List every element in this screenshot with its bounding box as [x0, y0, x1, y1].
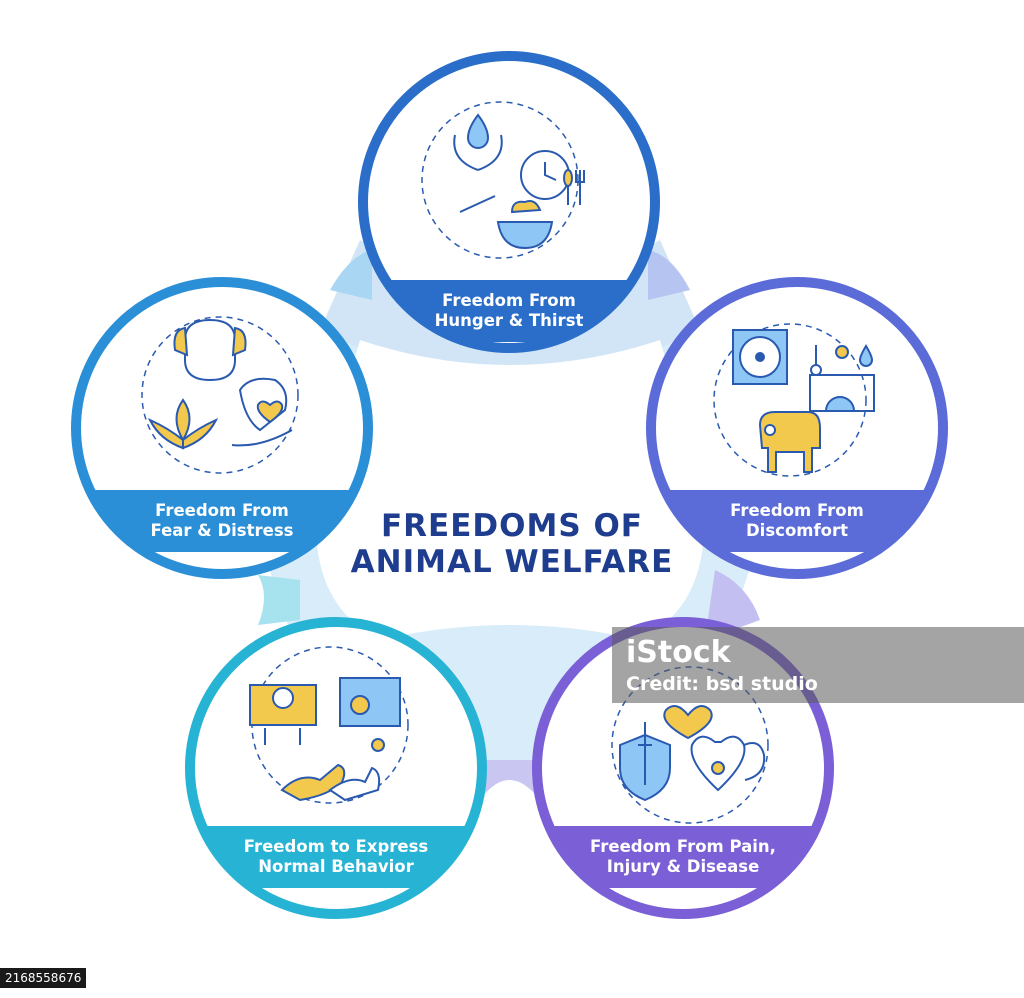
diagram-title: FREEDOMS OF ANIMAL WELFARE — [312, 508, 712, 580]
cow-heart-hand-icon — [231, 377, 293, 447]
label-line: Freedom to Express — [243, 837, 429, 856]
paw-heart-stethoscope-icon — [690, 735, 766, 792]
freedom-circle-normal-behavior — [185, 617, 487, 919]
label-line: Freedom From Pain, — [590, 837, 776, 856]
label-line: Fear & Distress — [150, 521, 294, 540]
title-line-1: FREEDOMS OF — [381, 508, 643, 544]
label-line: Normal Behavior — [258, 857, 414, 876]
freedom-circle-discomfort — [646, 277, 948, 579]
pig-icon — [758, 411, 821, 473]
label-line: Freedom From — [730, 501, 864, 520]
label-line: Freedom From — [155, 501, 289, 520]
control-panel-icon — [809, 374, 875, 412]
label-discomfort: Freedom From Discomfort — [660, 501, 934, 541]
dogs-playing-icon — [280, 738, 385, 802]
hands-water-drop-icon — [453, 113, 503, 171]
cow-pasture-icon — [339, 677, 401, 727]
lotus-icon — [147, 398, 219, 450]
connector-links — [258, 250, 760, 800]
fan-icon — [732, 329, 788, 385]
sun-icon — [835, 345, 849, 359]
label-fear-distress: Freedom From Fear & Distress — [85, 501, 359, 541]
label-pain-injury-disease: Freedom From Pain, Injury & Disease — [546, 837, 820, 877]
water-drop-icon — [858, 344, 874, 367]
watermark-logo: iStock — [626, 635, 731, 670]
freedom-circle-fear-distress — [71, 277, 373, 579]
dog-face-icon — [173, 318, 247, 382]
title-line-2: ANIMAL WELFARE — [350, 544, 674, 580]
vaccine-shield-icon — [619, 722, 671, 802]
cow-stall-icon — [249, 684, 317, 745]
food-bowl-icon — [459, 195, 554, 250]
image-id-badge: 2168558676 — [0, 968, 87, 988]
label-line: Discomfort — [745, 521, 849, 540]
label-normal-behavior: Freedom to Express Normal Behavior — [199, 837, 473, 877]
watermark-credit: Credit: bsd studio — [626, 673, 818, 695]
heart-icon — [663, 705, 713, 740]
spoon-fork-icon — [563, 169, 585, 205]
label-line: Injury & Disease — [606, 857, 760, 876]
watermark: iStock Credit: bsd studio — [612, 627, 1024, 703]
label-hunger-thirst: Freedom From Hunger & Thirst — [372, 291, 646, 331]
label-line: Hunger & Thirst — [434, 311, 584, 330]
label-line: Freedom From — [442, 291, 576, 310]
